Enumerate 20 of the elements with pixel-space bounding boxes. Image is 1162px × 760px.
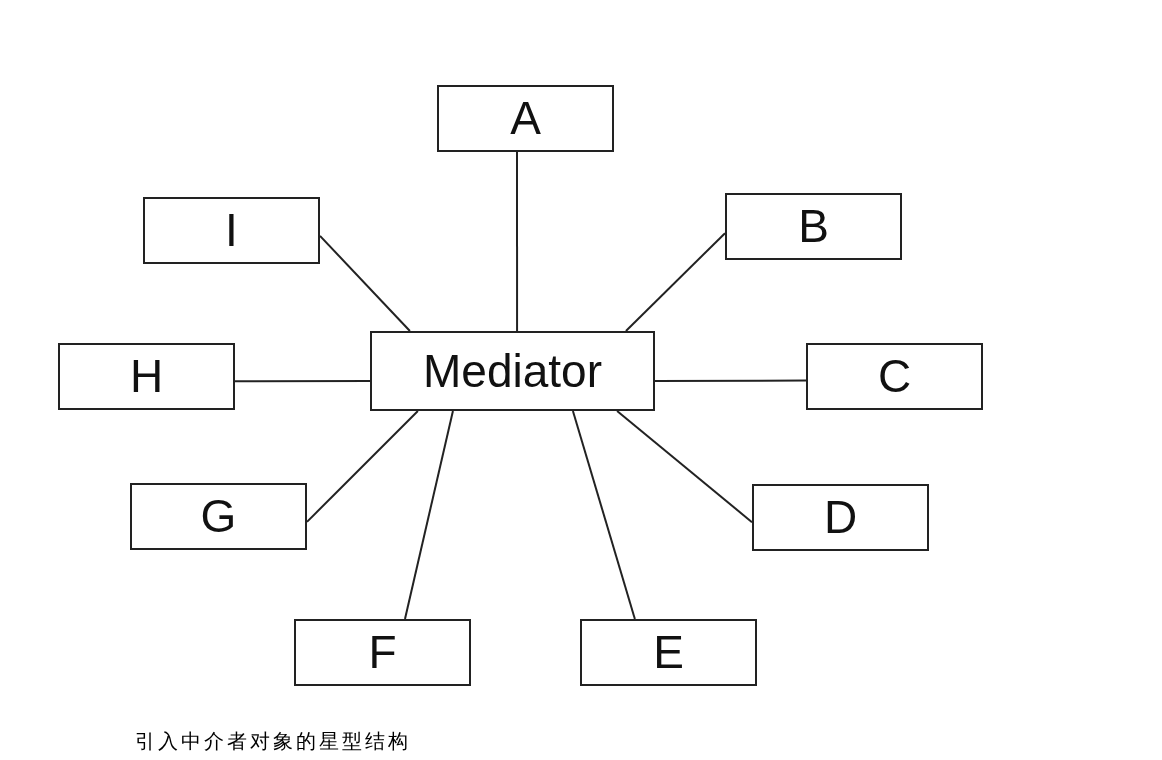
connector-line [306, 410, 419, 523]
component-box: D [752, 484, 929, 551]
component-box: A [437, 85, 614, 152]
connector-line [404, 410, 454, 620]
connector-line [571, 410, 636, 620]
component-box: E [580, 619, 757, 686]
component-box: H [58, 343, 235, 410]
connector-line [516, 151, 519, 332]
component-box: B [725, 193, 902, 260]
component-box: G [130, 483, 307, 550]
mediator-box: Mediator [370, 331, 655, 411]
component-box: F [294, 619, 471, 686]
connector-line [624, 232, 726, 332]
connector-line [616, 410, 753, 524]
connector-line [234, 380, 371, 383]
component-box: C [806, 343, 983, 410]
connector-line [319, 234, 411, 332]
connector-line [654, 379, 807, 382]
caption: 引入中介者对象的星型结构 [135, 728, 411, 755]
component-box: I [143, 197, 320, 264]
